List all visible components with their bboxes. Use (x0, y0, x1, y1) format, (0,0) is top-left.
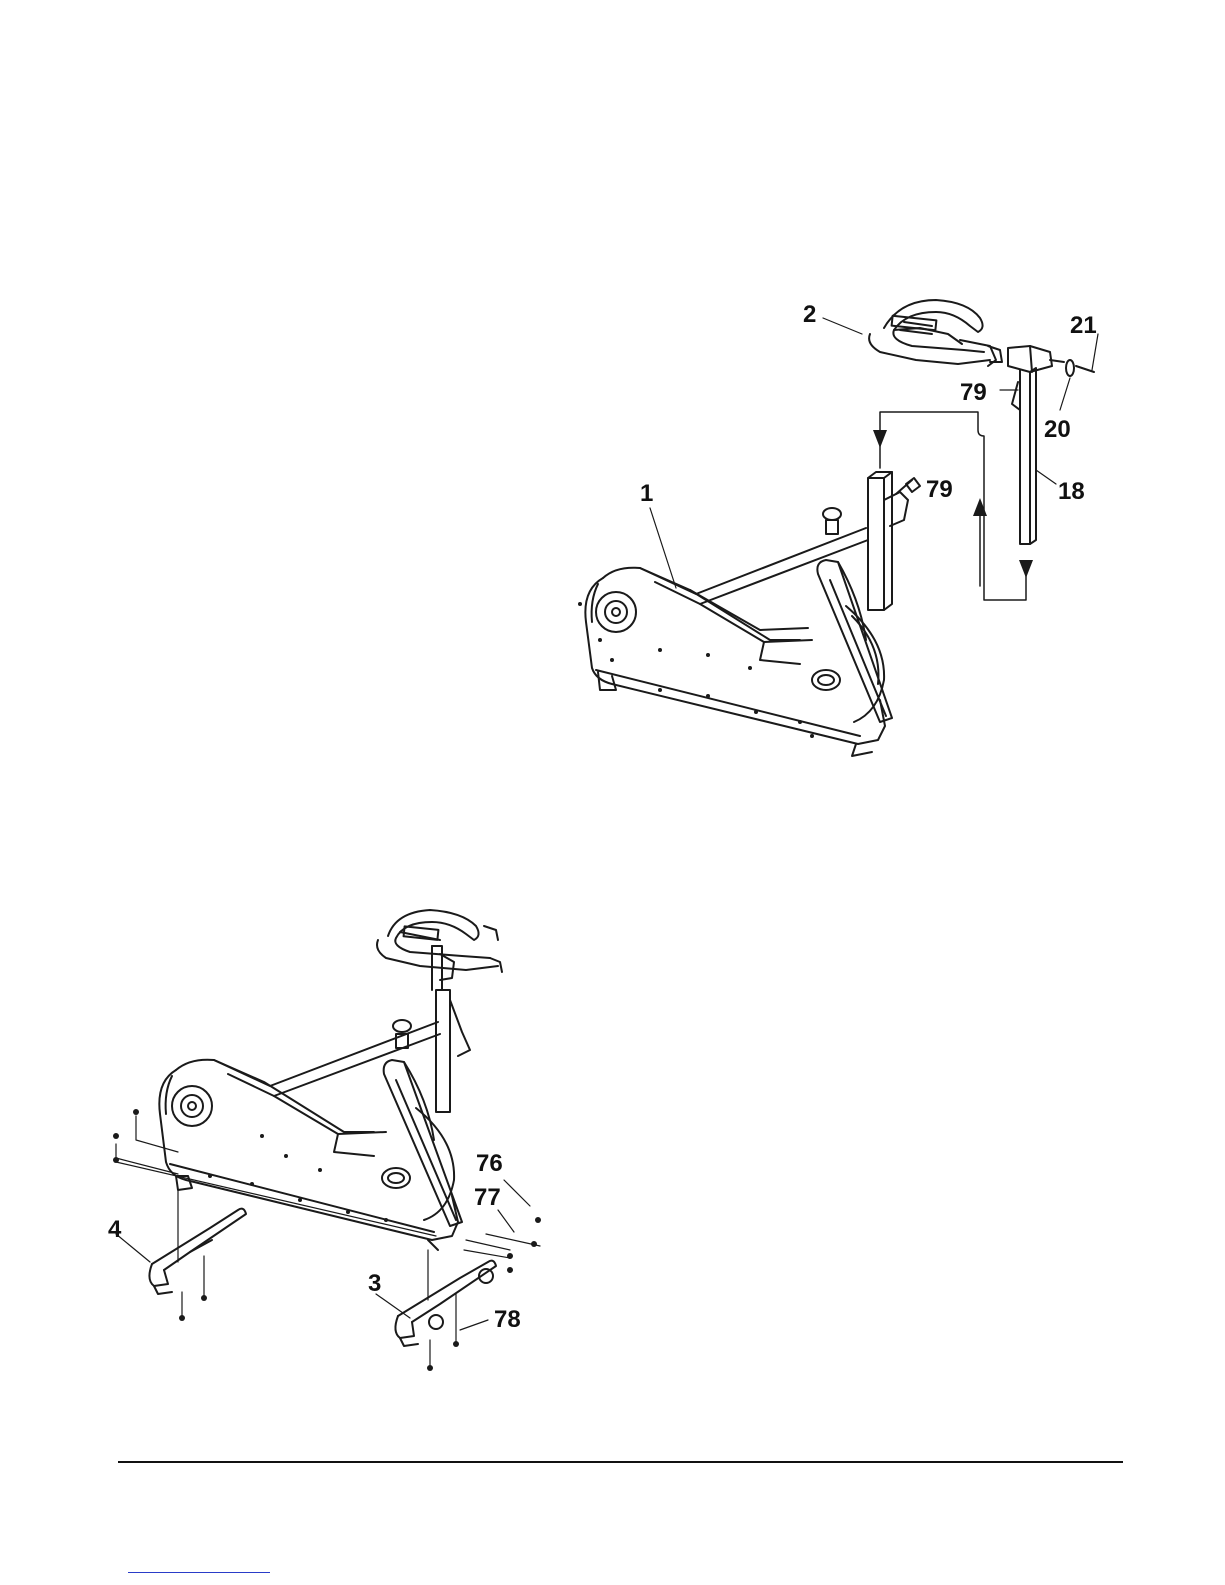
footer-link-underline[interactable] (128, 1572, 270, 1573)
callout-post-18: 18 (1058, 480, 1085, 504)
handlebar (869, 300, 1002, 366)
callout-screw-78: 78 (494, 1308, 521, 1332)
callout-knob-79-frame: 79 (926, 478, 953, 502)
callout-bolt-76: 76 (476, 1152, 503, 1176)
callout-washer-20: 20 (1044, 418, 1071, 442)
callout-bolt-21: 21 (1070, 314, 1097, 338)
callout-frame: 1 (640, 482, 653, 506)
callout-knob-79-upper: 79 (960, 381, 987, 405)
arrow-heads (873, 430, 1033, 578)
callout-rear-stabilizer-4: 4 (108, 1218, 121, 1242)
callout-handlebar: 2 (803, 303, 816, 327)
footer-rule (118, 1461, 1123, 1463)
alignment-arrows (880, 412, 1026, 600)
handlebar-post (1008, 346, 1094, 544)
bike-frame (578, 472, 908, 756)
bottom-assembly-drawing (113, 910, 541, 1371)
frame-adjust-knob (896, 478, 920, 494)
callout-front-stabilizer-3: 3 (368, 1272, 381, 1296)
callout-washer-77: 77 (474, 1186, 501, 1210)
